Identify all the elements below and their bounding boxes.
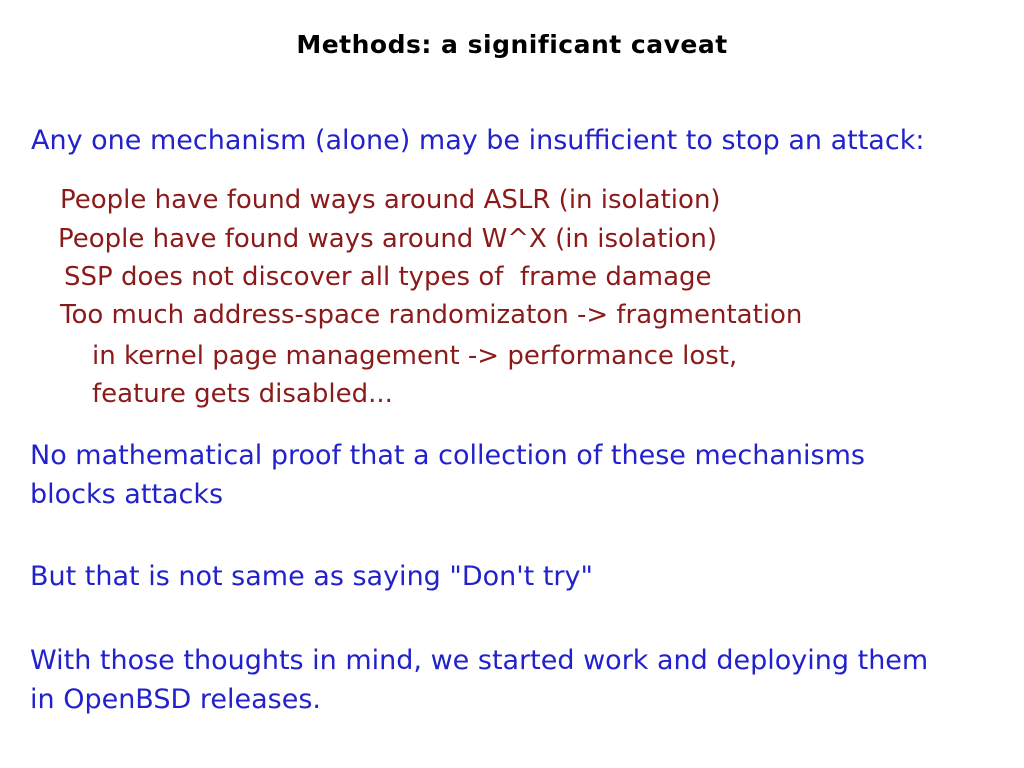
caveat-point-aslr: People have found ways around ASLR (in i… — [60, 185, 721, 215]
caveat-subpoint-kernel-page: in kernel page management -> performance… — [92, 341, 738, 371]
openbsd-paragraph-line-2: in OpenBSD releases. — [30, 684, 321, 715]
no-proof-paragraph-line-2: blocks attacks — [30, 479, 224, 510]
slide-title: Methods: a significant caveat — [296, 30, 728, 59]
caveat-subpoint-feature-disabled: feature gets disabled... — [92, 379, 393, 409]
no-proof-paragraph-line-1: No mathematical proof that a collection … — [30, 440, 865, 471]
openbsd-paragraph-line-1: With those thoughts in mind, we started … — [30, 645, 929, 676]
intro-statement: Any one mechanism (alone) may be insuffi… — [31, 125, 925, 156]
caveat-point-randomization: Too much address-space randomizaton -> f… — [60, 300, 803, 330]
caveat-point-ssp: SSP does not discover all types of frame… — [64, 262, 712, 292]
dont-try-paragraph: But that is not same as saying "Don't tr… — [30, 561, 593, 592]
caveat-point-wxorx: People have found ways around W^X (in is… — [58, 224, 718, 254]
